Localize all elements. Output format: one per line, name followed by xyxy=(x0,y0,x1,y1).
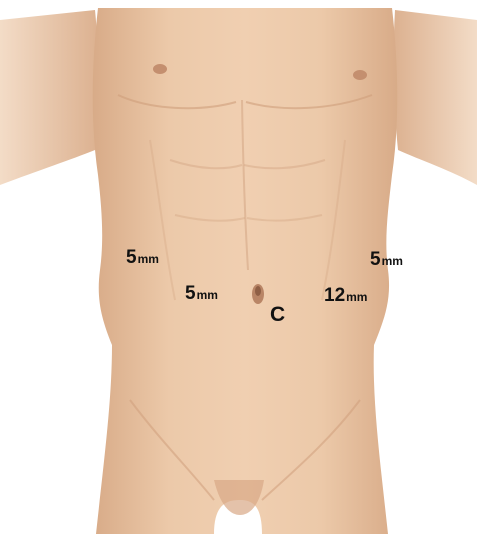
port-label-right-lower: 12mm xyxy=(324,286,367,305)
right-arm xyxy=(394,10,477,185)
groin xyxy=(214,480,264,515)
port-label-camera: C xyxy=(270,304,285,325)
port-size-value: 5 xyxy=(370,249,381,270)
left-arm xyxy=(0,10,98,185)
port-size-value: 5 xyxy=(126,247,137,268)
left-nipple xyxy=(153,64,167,74)
port-size-unit: mm xyxy=(138,252,159,266)
port-size-unit: mm xyxy=(346,290,367,304)
right-nipple xyxy=(353,70,367,80)
port-label-left-lower: 5mm xyxy=(185,284,218,303)
port-size-value: 5 xyxy=(185,283,196,304)
port-label-left-upper: 5mm xyxy=(126,248,159,267)
port-label-right-upper: 5mm xyxy=(370,250,403,269)
port-size-value: 12 xyxy=(324,285,345,306)
torso-body xyxy=(93,8,398,534)
port-size-unit: mm xyxy=(197,288,218,302)
port-size-unit: mm xyxy=(382,254,403,268)
